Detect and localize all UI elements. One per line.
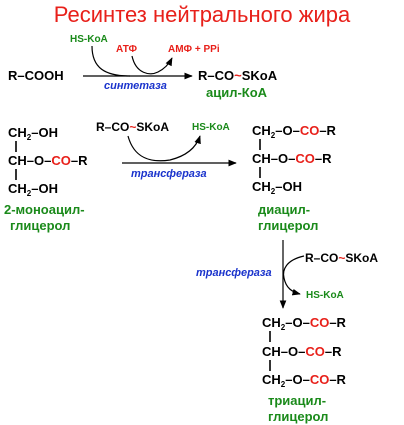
hs-coa-label-3: HS-KoA — [306, 290, 344, 301]
mono-line-1: CH2–OH — [8, 125, 58, 142]
thioester-bond: ~ — [234, 68, 242, 83]
tri-name-2: глицерол — [268, 409, 328, 424]
acyl-r: R–CO — [198, 68, 234, 83]
mono-line-2: CH–O–CO–R — [8, 153, 88, 168]
atp-label: АТФ — [116, 44, 137, 55]
tri-line-2: CH–O–CO–R — [262, 344, 342, 359]
mono-name-2: глицерол — [10, 218, 70, 233]
tri-name-1: триацил- — [268, 393, 326, 408]
monoacylglycerol: CH2–OH CH–O–CO–R CH2–OH 2-моноацил- глиц… — [4, 125, 88, 233]
step-3-second-transferase: трансфераза R–CO~SKoA HS-KoA CH2–O–CO–R … — [196, 240, 378, 424]
tri-line-3: CH2–O–CO–R — [262, 372, 347, 389]
acyl-skoa: SKoA — [242, 68, 278, 83]
diacylglycerol: CH2–O–CO–R CH–O–CO–R CH2–OH диацил- глиц… — [252, 123, 337, 233]
acyl-transfer-curve-1 — [127, 135, 201, 162]
enzyme-transferase-1: трансфераза — [131, 168, 207, 180]
hs-coa-label-2: HS-KoA — [192, 122, 230, 133]
fatty-acid-reactant: R–COOH — [8, 68, 64, 83]
step-1-activation: R–COOH HS-KoA АТФ АМФ + PPi синтетаза R–… — [8, 34, 278, 100]
atp-amp-curve — [131, 55, 173, 75]
acyl-coa-donor-2: R–CO~SKoA — [305, 251, 378, 265]
page-title: Ресинтез нейтрального жира — [54, 2, 351, 27]
step-2-first-transferase: CH2–OH CH–O–CO–R CH2–OH 2-моноацил- глиц… — [4, 120, 337, 233]
acyl-coa-name: ацил-КоА — [206, 85, 268, 100]
acyl-transfer-curve-2 — [282, 255, 305, 296]
di-name-1: диацил- — [258, 202, 310, 217]
mono-line-3: CH2–OH — [8, 181, 58, 198]
acyl-coa-product: R–CO~SKoA — [198, 68, 278, 83]
mono-name-1: 2-моноацил- — [4, 202, 85, 217]
hs-coa-label-1: HS-KoA — [70, 34, 108, 45]
di-name-2: глицерол — [258, 218, 318, 233]
amp-ppi-label: АМФ + PPi — [168, 44, 220, 55]
tri-line-1: CH2–O–CO–R — [262, 315, 347, 332]
enzyme-synthetase: синтетаза — [104, 80, 167, 92]
di-line-3: CH2–OH — [252, 179, 302, 196]
di-line-2: CH–O–CO–R — [252, 151, 332, 166]
hs-coa-curve-1 — [91, 45, 131, 77]
enzyme-transferase-2: трансфераза — [196, 267, 272, 279]
di-line-1: CH2–O–CO–R — [252, 123, 337, 140]
acyl-coa-donor-1: R–CO~SKoA — [96, 120, 169, 134]
triacylglycerol: CH2–O–CO–R CH–O–CO–R CH2–O–CO–R триацил-… — [262, 315, 347, 424]
